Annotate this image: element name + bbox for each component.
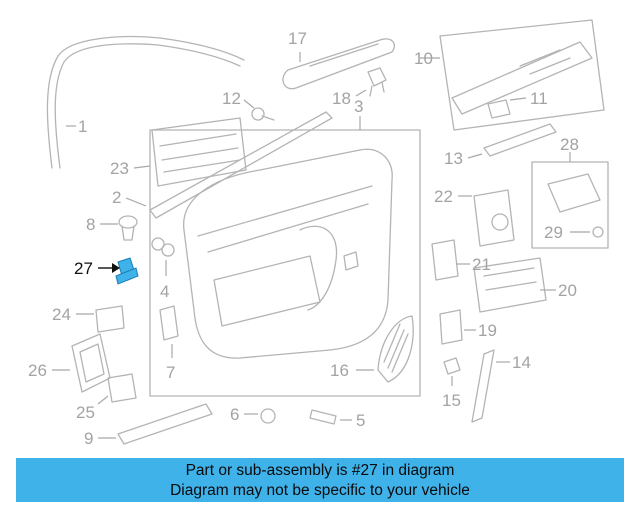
callout-22: 22	[434, 187, 453, 206]
part-29-screw	[570, 226, 604, 238]
callout-5: 5	[356, 411, 365, 430]
part-3-door-panel-box	[149, 116, 421, 397]
callout-7: 7	[166, 363, 175, 382]
part-16-speaker-grille	[356, 315, 414, 383]
callout-15: 15	[442, 391, 461, 410]
part-2-leader	[125, 197, 147, 207]
part-26-handle-bezel	[52, 333, 111, 393]
callout-27: 27	[74, 259, 93, 278]
callout-3: 3	[354, 97, 363, 116]
callout-19: 19	[478, 321, 497, 340]
callout-21: 21	[472, 255, 491, 274]
callout-25: 25	[76, 403, 95, 422]
part-8-clip	[100, 215, 138, 241]
callout-9: 9	[84, 429, 93, 448]
callout-17: 17	[288, 29, 307, 48]
callout-14: 14	[512, 353, 531, 372]
info-banner: Part or sub-assembly is #27 in diagram D…	[16, 458, 624, 502]
callout-20: 20	[558, 281, 577, 300]
callout-18: 18	[332, 89, 351, 108]
callout-29: 29	[544, 223, 563, 242]
callout-4: 4	[160, 282, 169, 301]
part-28-housing-box	[531, 152, 609, 249]
callout-8: 8	[86, 215, 95, 234]
part-24-switch	[76, 305, 125, 333]
part-27-highlighted-clip	[98, 257, 139, 285]
callout-24: 24	[52, 305, 71, 324]
part-9-sill-strip	[98, 403, 213, 445]
callout-6: 6	[230, 405, 239, 424]
part-18-clip	[355, 67, 387, 97]
callout-12: 12	[222, 89, 241, 108]
part-13-trim-strip	[467, 123, 557, 159]
part-5-bolt	[309, 409, 352, 425]
part-25-switch	[97, 373, 137, 405]
part-23-handle-assembly	[133, 117, 247, 187]
part-20-switch-block	[473, 257, 556, 313]
callout-2: 2	[112, 188, 121, 207]
part-4-clip	[151, 237, 175, 276]
banner-line-part-number: Part or sub-assembly is #27 in diagram	[185, 462, 455, 479]
callout-1: 1	[78, 117, 87, 136]
part-11-button	[487, 97, 527, 119]
callout-13: 13	[444, 149, 463, 168]
part-14-trim-strip	[471, 349, 510, 423]
callout-23: 23	[110, 159, 129, 178]
part-22-switch	[458, 189, 515, 247]
part-17-upper-trim	[282, 38, 395, 90]
part-7-bracket	[159, 305, 179, 358]
part-belt-strip	[149, 111, 333, 219]
callout-16: 16	[330, 361, 349, 380]
part-12-screw	[243, 99, 275, 121]
callout-10: 10	[414, 49, 433, 68]
part-21-switch	[431, 239, 470, 281]
part-15-clip	[443, 357, 461, 386]
callout-28: 28	[560, 135, 579, 154]
part-1-frame-moulding	[46, 35, 245, 169]
part-6-fastener	[244, 408, 276, 424]
part-10-switch-bezel	[420, 19, 605, 131]
door-trim-panel	[183, 148, 393, 359]
callout-11: 11	[530, 89, 548, 108]
exploded-parts-diagram: 1 2 3 4 5 6 7 8 9 10 11 12 13 14 15 16 1…	[28, 19, 609, 448]
part-19-switch	[439, 309, 476, 345]
callout-26: 26	[28, 361, 47, 380]
banner-line-disclaimer: Diagram may not be specific to your vehi…	[170, 482, 470, 499]
